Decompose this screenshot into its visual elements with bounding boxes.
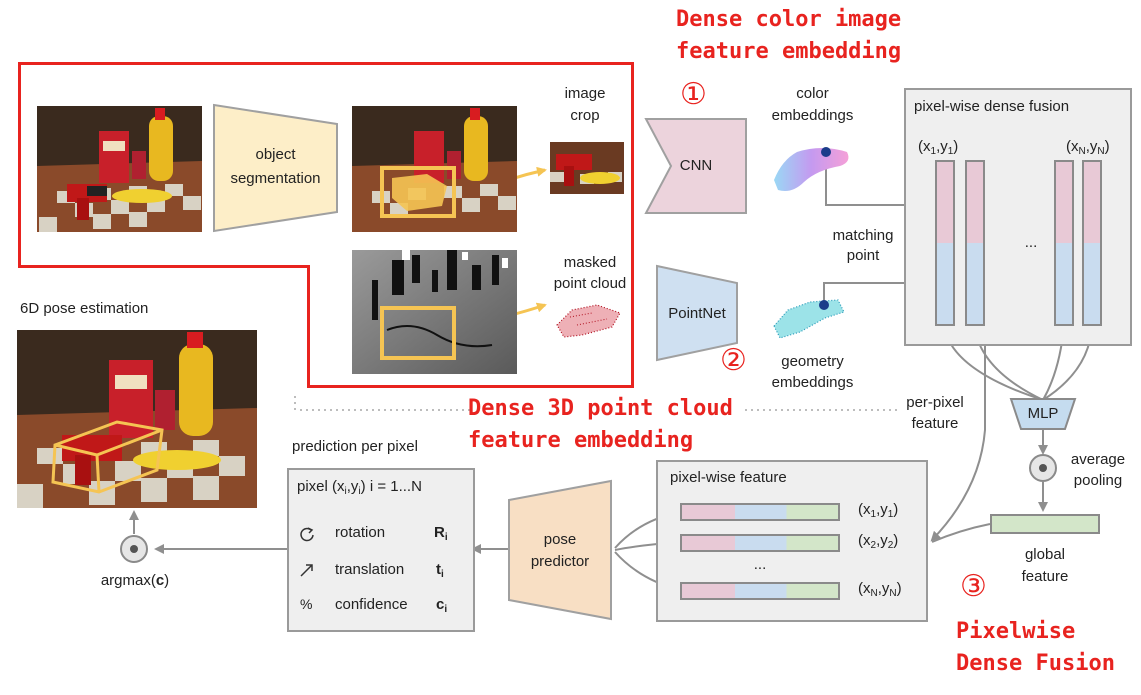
prediction-per-pixel-title: prediction per pixel [292,438,418,455]
masked-point-cloud-label-1: masked [563,254,617,271]
pose-estimation-title: 6D pose estimation [20,300,149,317]
color-embeddings-label-2: embeddings [771,107,854,124]
fusion-bar-2 [965,160,985,326]
fusion-coord-first: (x1,y1) [918,138,959,157]
feature-row-2 [680,534,840,552]
frame-notch-side-edge [307,265,310,388]
segmentation-label-1: object [255,146,296,163]
image-crop-label-2: crop [570,107,600,124]
average-pooling-label-1: average [1070,451,1126,468]
point-embedding-title-line2: feature embedding [468,428,694,453]
color-embedding-title-line1: Dense color image [676,7,902,32]
cnn-label: CNN [679,157,713,174]
arrow-icon [300,564,313,577]
frame-notch-top-edge [18,265,310,268]
pointnet-block [656,264,738,362]
fusion-title-line1: Pixelwise [956,619,1076,644]
fusion-ellipsis: ... [1024,234,1038,251]
segmentation-label-2: segmentation [230,170,321,187]
color-embeddings-visual [774,147,849,191]
pose-predictor-block [508,479,612,621]
per-pixel-feature-label-2: feature [911,415,959,432]
global-feature-bar [990,514,1100,534]
global-feature-label-2: feature [1021,568,1069,585]
image-crop-thumbnail [550,142,624,194]
feature-row-1 [680,503,840,521]
global-feature-label-1: global [1024,546,1066,563]
pixelwise-feature-title: pixel-wise feature [670,469,787,486]
cnn-block [644,118,747,214]
per-pixel-feature-label-1: per-pixel [906,394,964,411]
translation-symbol: ti [436,561,444,580]
fusion-bar-1 [935,160,955,326]
geometry-embeddings-label-1: geometry [781,353,844,370]
feature-row-2-coord: (x2,y2) [858,532,899,551]
confidence-label: confidence [335,596,408,613]
pointnet-label: PointNet [668,305,726,322]
prediction-header: pixel (xi,yi) i = 1...N [297,478,422,497]
mlp-block [1009,398,1077,430]
dense-fusion-title: pixel-wise dense fusion [914,98,1070,115]
color-embeddings-label-1: color [796,85,829,102]
color-embedding-title-line2: feature embedding [676,39,902,64]
masked-point-cloud-thumbnail [556,304,621,338]
segmentation-highlight-frame [18,62,634,388]
average-pooling-icon [1029,454,1057,482]
input-rgb-image [37,106,202,232]
rotation-symbol: Ri [434,524,448,543]
argmax-icon [120,535,148,563]
confidence-symbol: ci [436,596,448,615]
percent-icon: % [300,596,313,612]
argmax-label: argmax(c) [100,572,170,589]
average-pooling-label-2: pooling [1073,472,1123,489]
feature-row-n-coord: (xN,yN) [858,580,902,599]
feature-row-1-coord: (x1,y1) [858,501,899,520]
point-embedding-title-line1: Dense 3D point cloud [468,396,733,421]
translation-label: translation [335,561,405,578]
masked-point-cloud-label-2: point cloud [553,275,627,292]
fusion-bar-3 [1054,160,1074,326]
mlp-label: MLP [1027,405,1059,422]
rotation-label: rotation [335,524,386,541]
feature-rows-ellipsis: ... [753,556,767,573]
fusion-title-line2: Dense Fusion [956,651,1115,676]
segmented-image [352,106,517,232]
step-3-marker: ③ [960,569,987,604]
rotate-icon [300,527,314,542]
pose-predictor-label-1: pose [543,531,577,548]
fusion-coord-last: (xN,yN) [1066,138,1110,157]
step-1-marker: ① [680,77,707,112]
geometry-embeddings-label-2: embeddings [771,374,854,391]
prediction-box [287,468,475,632]
matching-point-label-1: matching [832,227,894,244]
object-segmentation-block [213,103,338,233]
matching-point-label-2: point [846,247,880,264]
fusion-bar-4 [1082,160,1102,326]
geometry-embeddings-visual [773,299,845,339]
feature-row-n [680,582,840,600]
pose-predictor-label-2: predictor [530,553,590,570]
image-crop-label-1: image [564,85,606,102]
depth-image [352,250,517,374]
pose-estimation-image [17,330,257,508]
step-2-marker: ② [720,343,747,378]
